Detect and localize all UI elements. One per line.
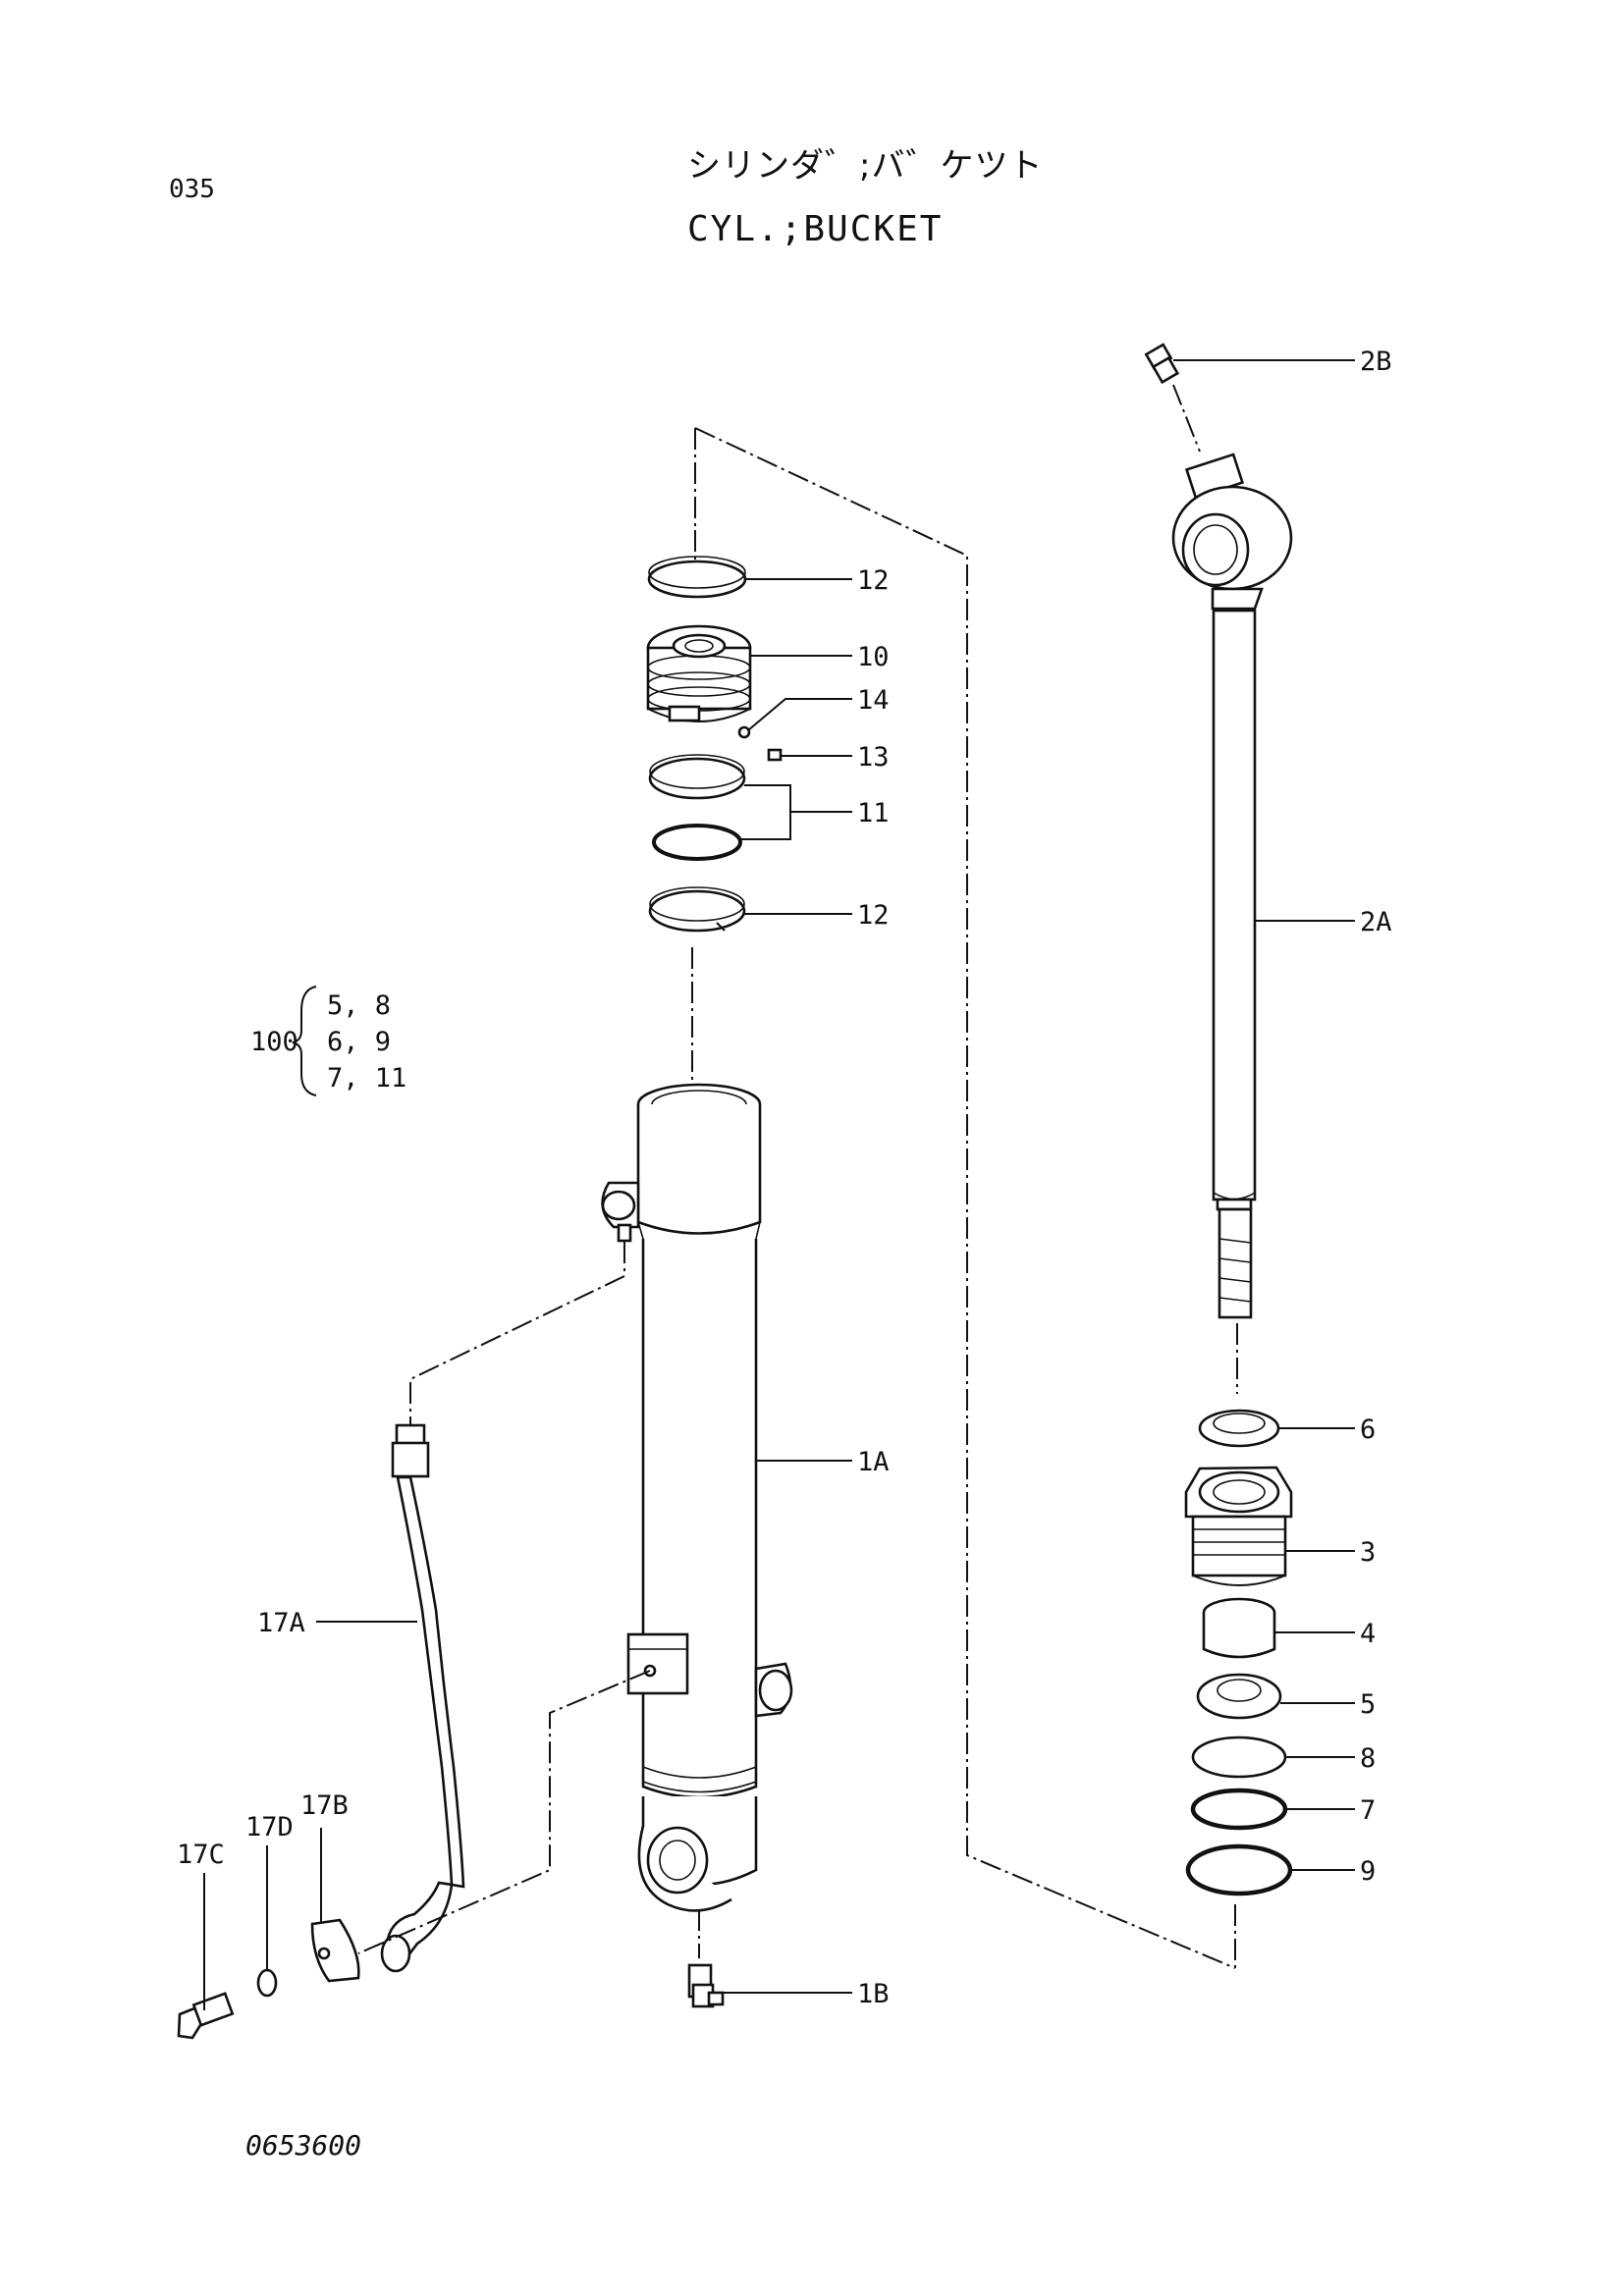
kit-100-group: 100 5, 8 6, 9 7, 11 xyxy=(250,986,406,1096)
piston-10 xyxy=(646,624,752,722)
assembly-boundary-line xyxy=(694,427,1236,1969)
label-11: 11 xyxy=(857,798,890,828)
pipe-17A xyxy=(380,1242,625,1973)
label-17A: 17A xyxy=(257,1608,305,1638)
port-elbow-top xyxy=(601,1181,640,1243)
dust-seal-6 xyxy=(1198,1409,1280,1448)
label-4: 4 xyxy=(1360,1619,1376,1649)
kit-row-1: 5, 8 xyxy=(327,990,391,1021)
backup-ring-8 xyxy=(1191,1735,1287,1779)
piston-rod-2A xyxy=(1171,453,1293,1394)
label-1B: 1B xyxy=(857,1979,890,2009)
kit-row-2: 6, 9 xyxy=(327,1027,391,1057)
clamp-17B xyxy=(310,1670,651,1983)
label-2A: 2A xyxy=(1360,907,1392,937)
label-17C: 17C xyxy=(177,1840,225,1870)
ball-14 xyxy=(737,725,751,739)
title-english: CYL.;BUCKET xyxy=(687,209,944,249)
wear-ring-12-bottom xyxy=(648,886,746,1080)
cylinder-tube-1A xyxy=(636,1083,762,1958)
title-japanese: シリンダ゛;バ゛ケツト xyxy=(687,146,1044,186)
kit-label: 100 xyxy=(250,1027,298,1057)
label-13: 13 xyxy=(857,742,890,773)
clamp-mount-bracket xyxy=(626,1632,689,1695)
o-ring-9 xyxy=(1185,1843,1293,1896)
kit-row-3: 7, 11 xyxy=(327,1063,406,1094)
bolt-17C xyxy=(177,1992,235,2040)
page-number: 035 xyxy=(169,175,215,204)
grease-fitting-2B xyxy=(1144,343,1201,453)
drawing-number: 0653600 xyxy=(245,2129,362,2162)
label-14: 14 xyxy=(857,685,890,716)
buffer-ring-5 xyxy=(1196,1673,1282,1720)
label-9: 9 xyxy=(1360,1856,1376,1887)
wear-ring-12-top xyxy=(647,530,747,599)
bushing-4 xyxy=(1202,1597,1276,1659)
label-12-bottom: 12 xyxy=(857,900,890,931)
o-ring-7 xyxy=(1190,1788,1288,1831)
washer-17D xyxy=(256,1968,278,1998)
label-3: 3 xyxy=(1360,1537,1376,1568)
rod-cover-3 xyxy=(1184,1466,1293,1586)
grease-fitting-1B xyxy=(687,1963,725,2008)
label-17B: 17B xyxy=(300,1790,349,1821)
label-10: 10 xyxy=(857,642,890,672)
label-8: 8 xyxy=(1360,1743,1376,1774)
label-7: 7 xyxy=(1360,1795,1376,1826)
label-2B: 2B xyxy=(1360,347,1392,377)
port-elbow-lower xyxy=(754,1662,793,1718)
seal-ring-11 xyxy=(648,754,746,861)
label-17D: 17D xyxy=(245,1812,294,1842)
label-5: 5 xyxy=(1360,1689,1376,1720)
label-12-top: 12 xyxy=(857,565,890,596)
label-1A: 1A xyxy=(857,1447,890,1477)
set-screw-13 xyxy=(767,748,783,762)
callout-labels: 2B 12 10 14 13 11 12 2A 1A 6 3 4 5 8 7 9… xyxy=(177,347,1392,2009)
label-6: 6 xyxy=(1360,1415,1376,1445)
leader-lines xyxy=(203,359,1355,2010)
